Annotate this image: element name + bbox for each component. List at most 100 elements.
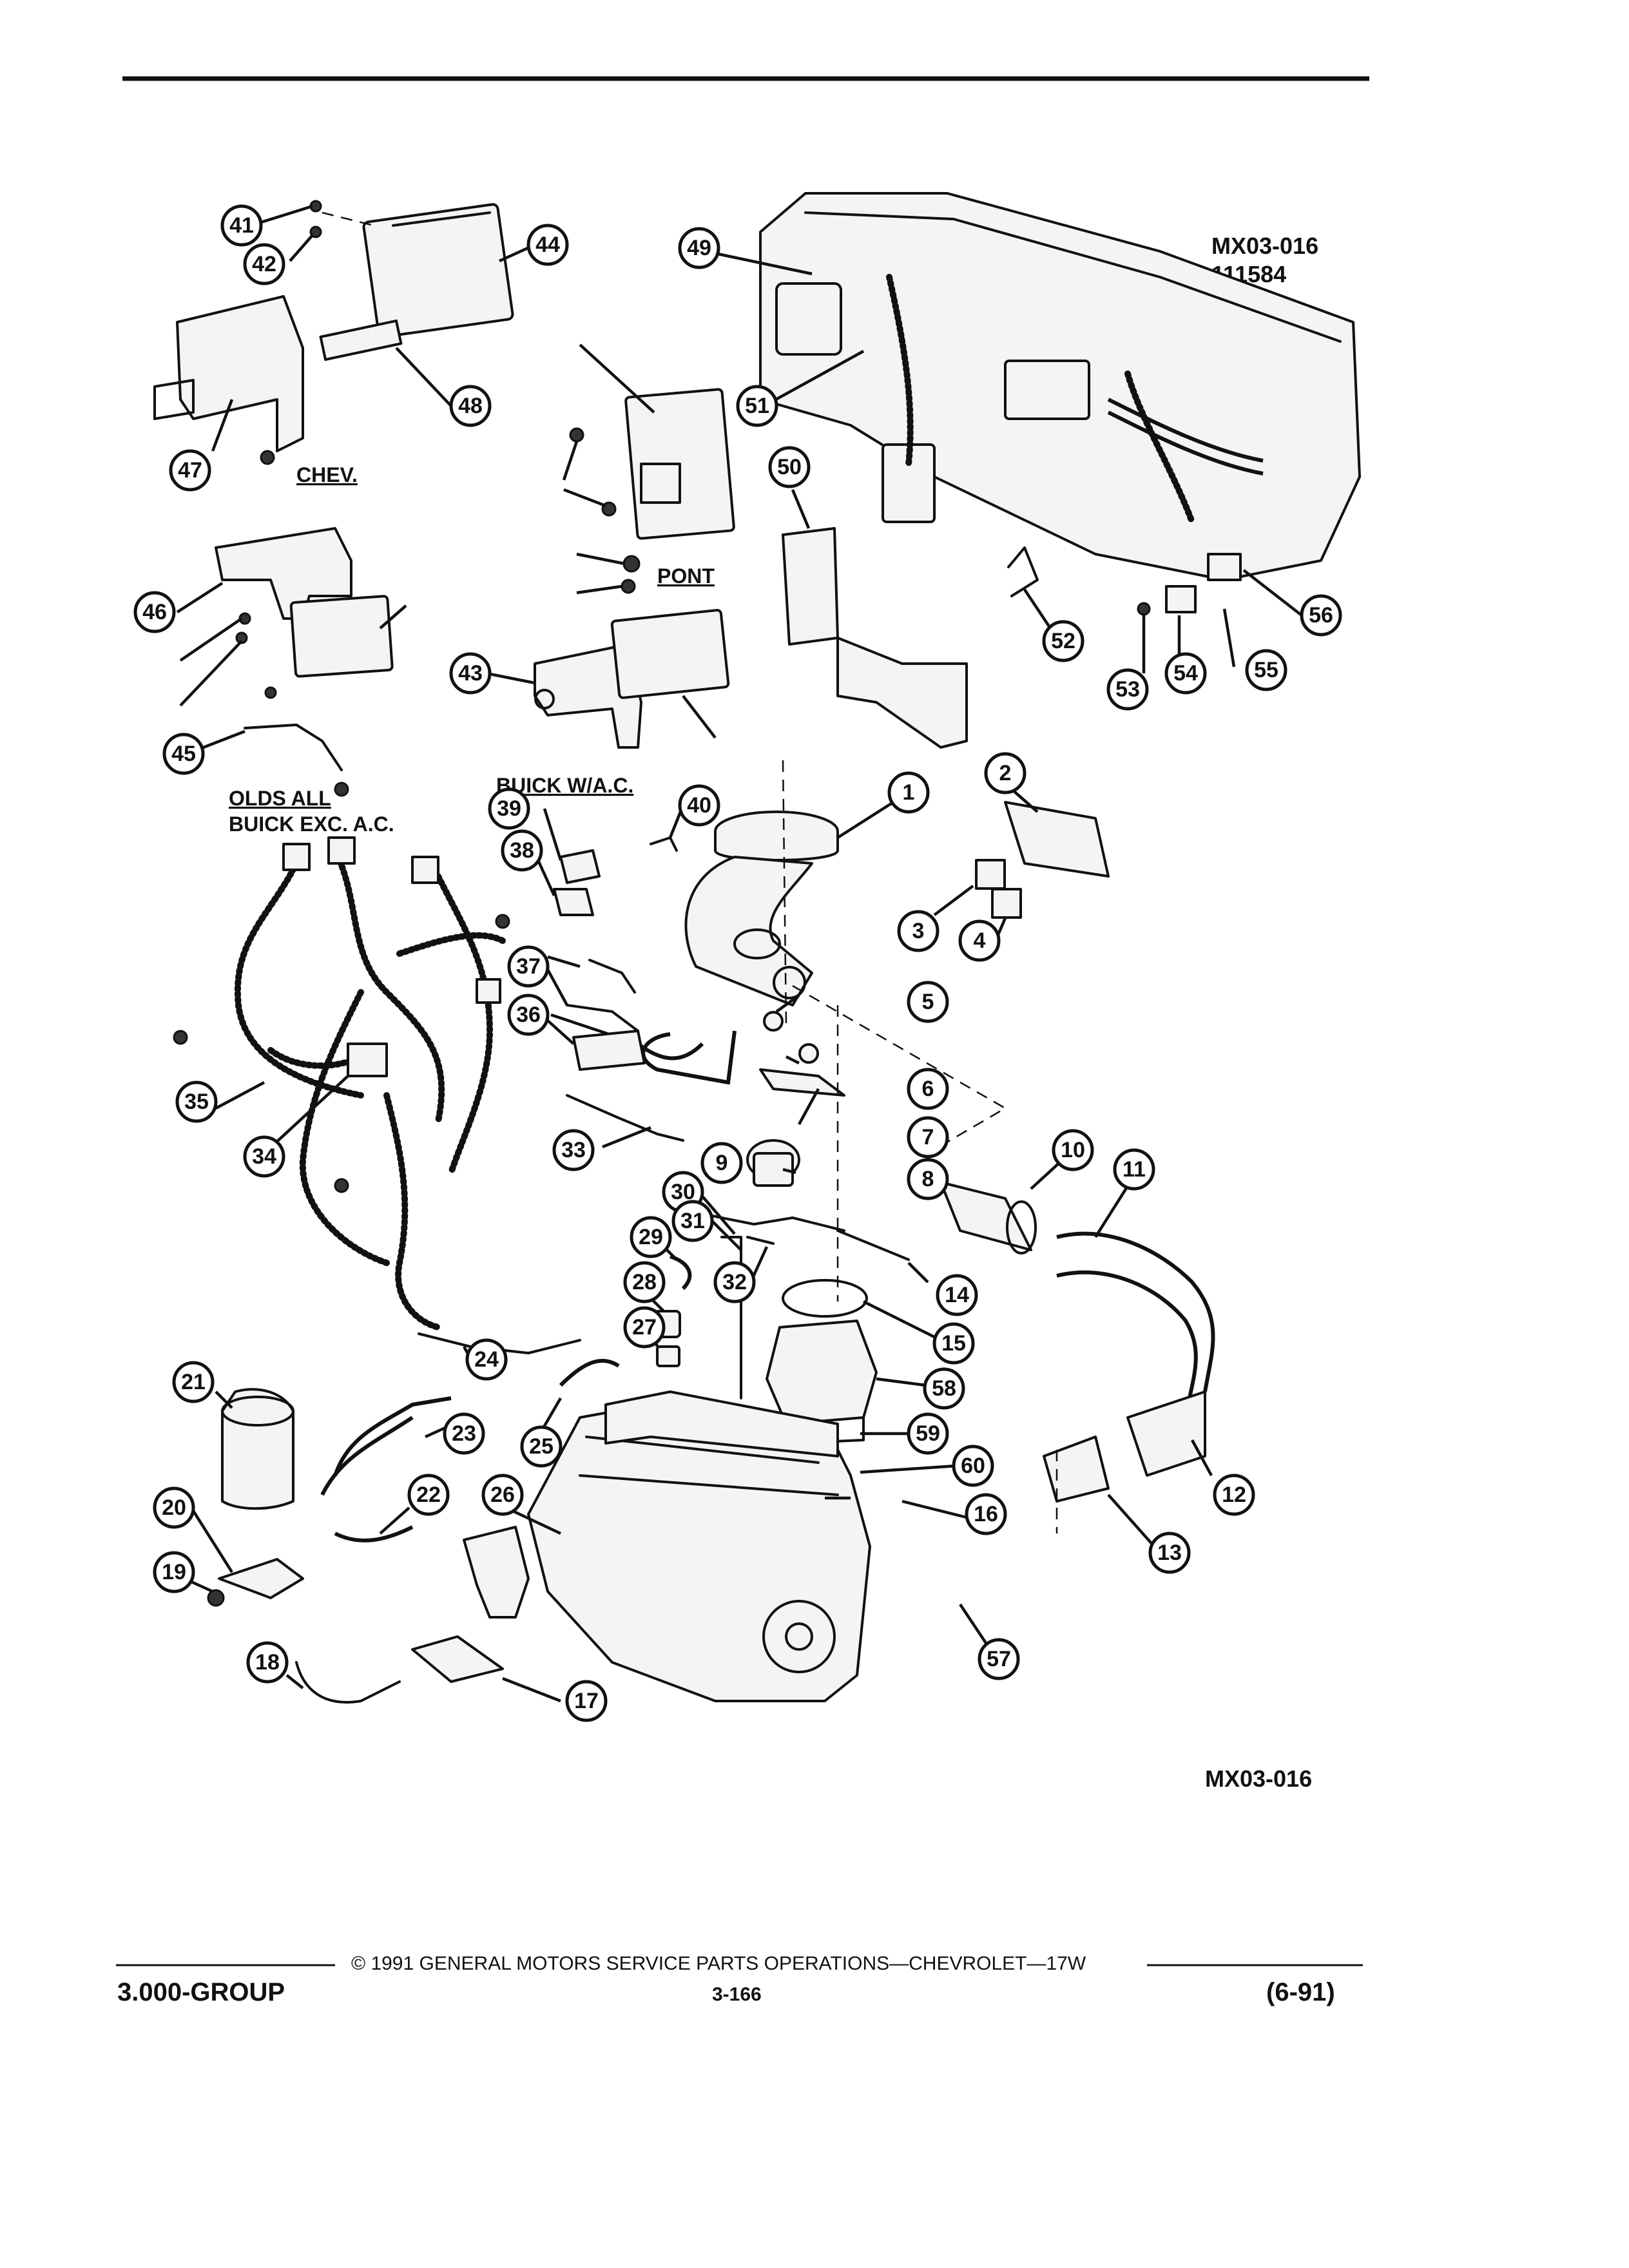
air-cleaner [684,788,1110,1006]
lower-left-parts [177,1332,620,1704]
callout-circle [465,1338,508,1381]
callout-number: 16 [974,1502,998,1526]
callout-circle [907,981,949,1023]
callout-number: 53 [1115,677,1140,702]
callout-number: 50 [777,455,802,479]
callout-number: 60 [961,1454,985,1478]
callout-circle [526,224,569,266]
callout-circle [449,385,492,427]
callout-25: 25 [520,1425,563,1468]
callout-12: 12 [1213,1474,1255,1516]
callout-number: 4 [974,928,986,953]
callout-number: 24 [474,1347,499,1372]
callout-number: 38 [510,838,534,863]
callout-number: 57 [987,1647,1011,1671]
callout-46: 46 [133,591,176,633]
callout-60: 60 [952,1445,994,1487]
callout-38: 38 [501,829,543,872]
callout-55: 55 [1245,649,1287,691]
callout-number: 43 [458,661,483,686]
callout-circle [952,1445,994,1487]
callout-number: 6 [922,1077,934,1101]
callout-circle [897,910,940,952]
callout-number: 52 [1051,629,1075,653]
callout-37: 37 [507,945,550,988]
callout-number: 44 [535,233,560,257]
callout-circle [978,1638,1020,1680]
callout-circle [520,1425,563,1468]
engine [463,1390,1000,1702]
callout-circle [907,1116,949,1158]
callout-52: 52 [1042,620,1084,662]
callout-2: 2 [984,752,1027,794]
callout-circle [153,1486,195,1529]
wire-harness [173,836,510,1331]
callout-number: 11 [1123,1157,1146,1182]
callout-circle [488,787,530,830]
footer: © 1991 GENERAL MOTORS SERVICE PARTS OPER… [116,1953,1363,2006]
callout-10: 10 [1052,1129,1094,1171]
callout-number: 32 [722,1270,747,1294]
callout-4: 4 [958,919,1001,962]
footer-group: 3.000-GROUP [117,1978,285,2006]
callout-number: 54 [1173,661,1198,686]
callout-circle [1245,649,1287,691]
callout-number: 13 [1157,1541,1182,1565]
callout-23: 23 [443,1412,485,1455]
callout-43: 43 [449,652,492,695]
callout-number: 33 [561,1138,586,1162]
callout-number: 25 [529,1434,554,1459]
callout-48: 48 [449,385,492,427]
callout-number: 10 [1061,1138,1085,1162]
callout-number: 9 [716,1151,728,1175]
callout-51: 51 [736,385,778,427]
relationship-dash-2 [792,985,1007,1155]
callout-34: 34 [243,1135,285,1178]
callout-number: 47 [178,458,202,483]
callout-circle [623,1306,666,1349]
callout-circle [172,1361,215,1403]
callout-circle [887,771,930,814]
callout-circle [169,449,211,492]
callout-number: 7 [922,1125,934,1149]
callout-circle [736,385,778,427]
callout-number: 56 [1309,603,1333,628]
callout-circle [153,1551,195,1593]
callout-circle [623,1261,666,1303]
callout-circle [162,733,205,775]
callout-19: 19 [153,1551,195,1593]
callout-20: 20 [153,1486,195,1529]
buick-ac-group: BUICK W/A.C. [486,609,730,797]
callout-circle [768,446,811,488]
callout-circle [671,1200,714,1242]
callout-number: 34 [252,1144,276,1169]
callout-32: 32 [713,1261,756,1303]
intake-hose [940,1152,1215,1554]
callout-circle [1164,652,1207,695]
label-chev: CHEV. [296,463,358,486]
callout-circle [678,227,720,269]
callout-circle [1213,1474,1255,1516]
callout-number: 36 [516,1003,541,1027]
callout-7: 7 [907,1116,949,1158]
relationship-dash-5 [322,211,374,227]
callout-circle [923,1367,965,1410]
callout-53: 53 [1106,668,1149,711]
ref-code: MX03-016 [1211,233,1318,259]
callout-number: 45 [171,742,196,766]
callout-circle [507,945,550,988]
callout-21: 21 [172,1361,215,1403]
callout-39: 39 [488,787,530,830]
callout-circle [443,1412,485,1455]
callout-circle [552,1129,595,1171]
callout-circle [907,1158,949,1200]
callout-number: 46 [142,600,167,624]
callout-28: 28 [623,1261,666,1303]
callout-35: 35 [175,1081,218,1123]
callout-circle [246,1641,289,1684]
callout-13: 13 [1148,1532,1191,1574]
callout-31: 31 [671,1200,714,1242]
callout-29: 29 [630,1216,672,1258]
callout-circle [1042,620,1084,662]
